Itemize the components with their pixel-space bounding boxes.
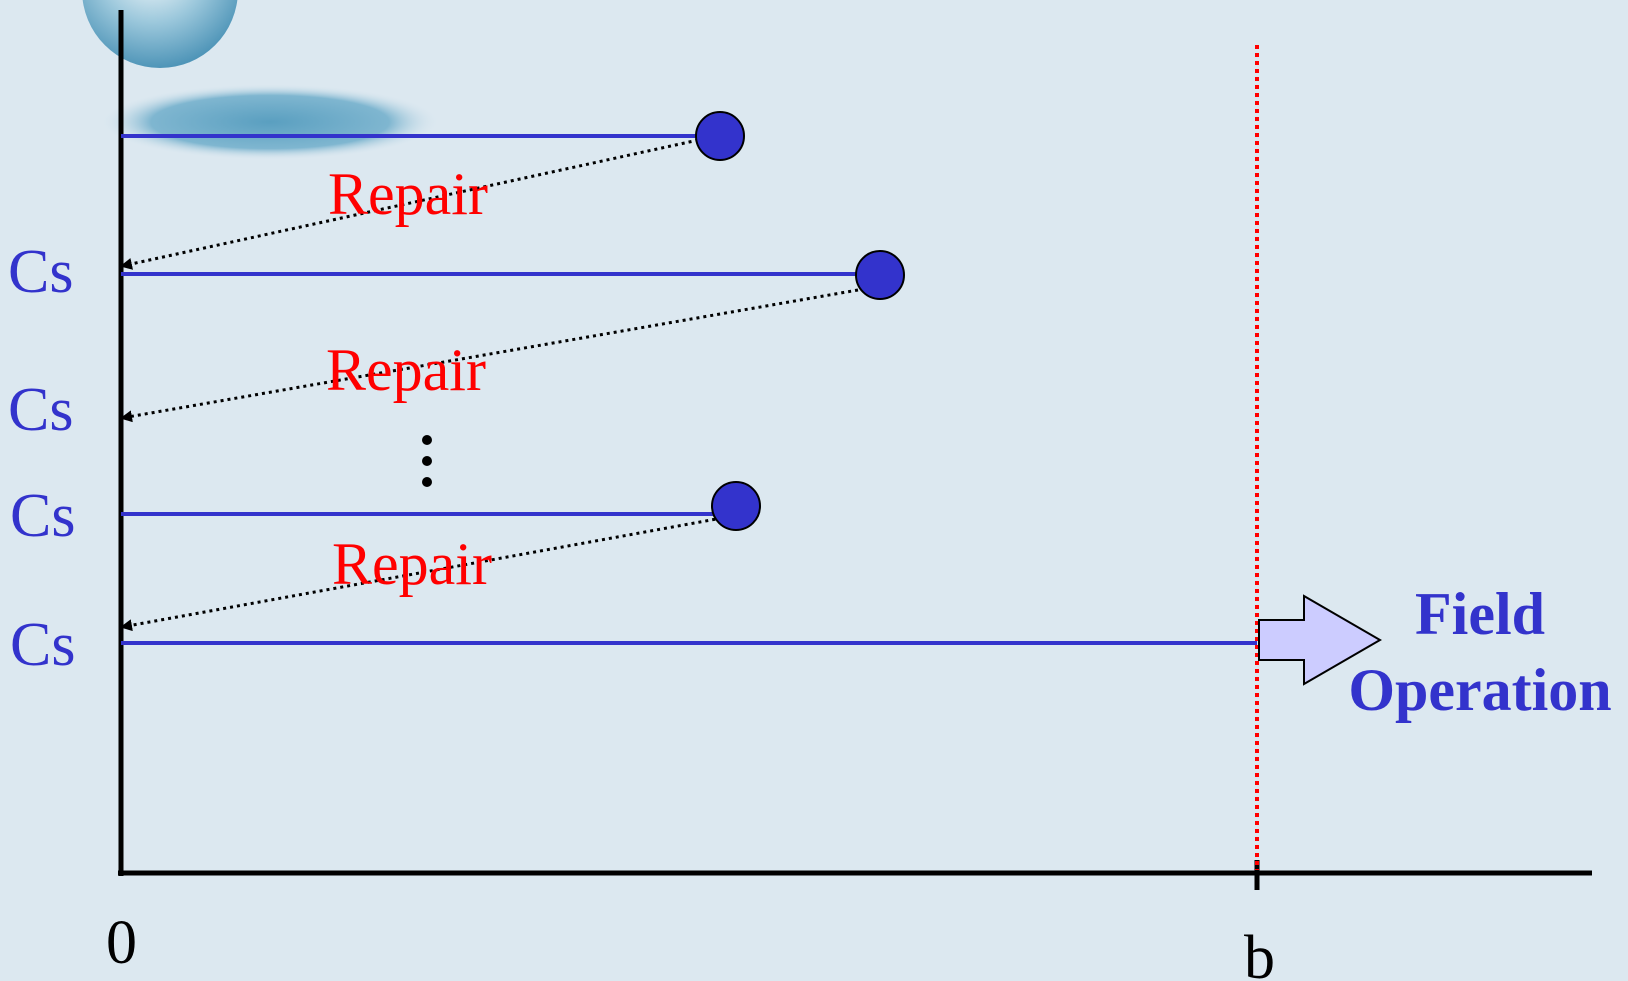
decorative-sphere bbox=[82, 0, 238, 68]
failure-dot-2 bbox=[855, 250, 905, 300]
ellipsis-dot-1 bbox=[422, 435, 432, 445]
cs-label-1: Cs bbox=[8, 238, 73, 306]
cs-label-4: Cs bbox=[10, 611, 75, 679]
ellipsis-dot-2 bbox=[422, 456, 432, 466]
repair-arrow-1 bbox=[120, 135, 713, 270]
failure-dot-1 bbox=[695, 111, 745, 161]
field-label: Field bbox=[1415, 581, 1545, 647]
decorative-shadow bbox=[100, 84, 440, 160]
repair-arrow-2 bbox=[120, 288, 859, 423]
cs-label-2: Cs bbox=[8, 376, 73, 444]
repair-label-2: Repair bbox=[326, 337, 486, 403]
b-label: b bbox=[1244, 924, 1275, 981]
field-operation-arrow bbox=[1258, 594, 1382, 686]
failure-dot-3 bbox=[711, 481, 761, 531]
repair-label-3: Repair bbox=[332, 531, 492, 597]
operation-label: Operation bbox=[1348, 657, 1611, 723]
origin-label: 0 bbox=[106, 909, 137, 977]
cs-label-3: Cs bbox=[10, 482, 75, 550]
ellipsis-dot-3 bbox=[422, 477, 432, 487]
repair-label-1: Repair bbox=[328, 161, 488, 227]
